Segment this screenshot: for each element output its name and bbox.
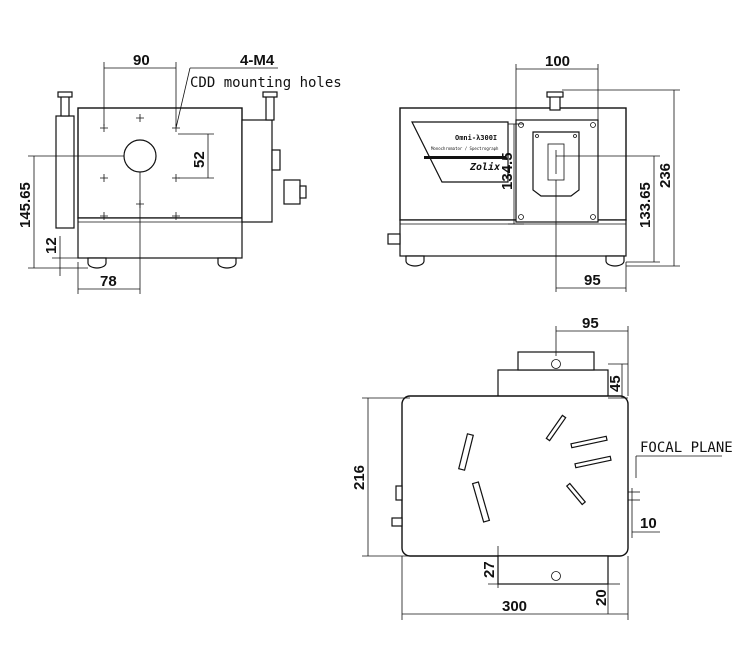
dim-12: 12 (43, 236, 88, 276)
front-foot-left (87, 257, 107, 269)
side-foot-left (405, 255, 425, 267)
focal-plane-label: FOCAL PLANE (640, 440, 733, 456)
panel-stripe (424, 156, 506, 159)
front-foot-right (217, 257, 237, 269)
side-left-fitting (387, 233, 401, 245)
dim-10-label: 10 (640, 515, 657, 532)
side-connector-tip (299, 185, 307, 199)
left-side-port (55, 115, 75, 229)
dim-95-side-label: 95 (584, 272, 601, 289)
side-top-fitting-cap (546, 91, 564, 98)
side-top-fitting (549, 95, 561, 111)
mirror-5 (565, 482, 587, 506)
top-left-fitting (391, 517, 403, 527)
holes-label: CDD mounting holes (190, 75, 342, 91)
side-foot-right (605, 255, 625, 267)
grating (545, 414, 567, 442)
side-connector (283, 179, 301, 205)
dim-300: 300 (401, 556, 629, 620)
right-side-block (241, 119, 273, 223)
left-fitting-cap (57, 91, 73, 98)
top-main-body (401, 395, 629, 557)
dim-95-top: 95 (555, 315, 629, 396)
dim-45-label: 45 (607, 375, 624, 392)
panel-subtitle: Monochromator / Spectrograph (431, 146, 499, 151)
dim-90-label: 90 (133, 52, 150, 69)
dim-78: 78 (77, 172, 141, 294)
mirror-1 (458, 433, 474, 471)
top-fitting (551, 359, 561, 369)
dim-236: 236 (562, 89, 680, 267)
mirror-2 (471, 481, 491, 523)
dim-90: 90 (103, 52, 177, 126)
top-protrusion (497, 369, 609, 399)
dim-20-label: 20 (593, 589, 610, 606)
side-view: Omni-λ300I Monochromator / Spectrograph … (387, 53, 680, 292)
top-side-fitting (395, 485, 403, 501)
dim-10: 10 (628, 499, 660, 533)
focal-plane: FOCAL PLANE (628, 440, 733, 538)
dim-145-65-label: 145.65 (17, 182, 34, 228)
panel-brand: Zolix (469, 161, 500, 173)
dim-78-label: 78 (100, 273, 117, 290)
front-base (77, 217, 243, 259)
bottom-fitting (551, 571, 561, 581)
right-fitting (265, 95, 275, 121)
panel-model: Omni-λ300I (455, 134, 497, 142)
dim-95-top-label: 95 (582, 315, 599, 332)
dim-45: 45 (607, 363, 628, 399)
right-fitting-cap (262, 91, 278, 98)
front-view: 90 4-M4 CDD mounting holes 52 145.65 12 (17, 52, 342, 294)
dim-27-label: 27 (481, 561, 498, 578)
dim-216-label: 216 (351, 465, 368, 490)
top-view: 95 45 216 FOCAL PLANE 10 (351, 315, 733, 620)
dim-52: 52 (178, 133, 214, 179)
mirror-3 (570, 435, 608, 449)
right-stub (271, 149, 281, 171)
front-main-body (77, 107, 243, 219)
dim-52-label: 52 (191, 151, 208, 168)
side-base (399, 219, 627, 257)
optical-components (458, 414, 612, 523)
dim-100-label: 100 (545, 53, 570, 70)
dim-100: 100 (515, 53, 599, 120)
dim-133-65-label: 133.65 (637, 182, 654, 228)
mirror-4 (574, 455, 612, 469)
dim-20: 20 (593, 556, 620, 614)
left-fitting (60, 95, 70, 117)
dim-133-65: 133.65 (556, 155, 660, 263)
dim-236-label: 236 (657, 163, 674, 188)
holes-leader: 4-M4 CDD mounting holes (175, 52, 342, 129)
hole-spec-label: 4-M4 (240, 52, 275, 69)
dim-300-label: 300 (502, 598, 527, 615)
dim-134-5-label: 134.5 (499, 152, 516, 190)
dim-95-side: 95 (555, 180, 627, 292)
center-port (123, 139, 157, 173)
dim-12-label: 12 (43, 237, 60, 254)
dim-216: 216 (351, 397, 410, 557)
dim-27: 27 (481, 546, 508, 588)
brand-panel (411, 121, 509, 183)
dim-134-5: 134.5 (499, 123, 524, 225)
